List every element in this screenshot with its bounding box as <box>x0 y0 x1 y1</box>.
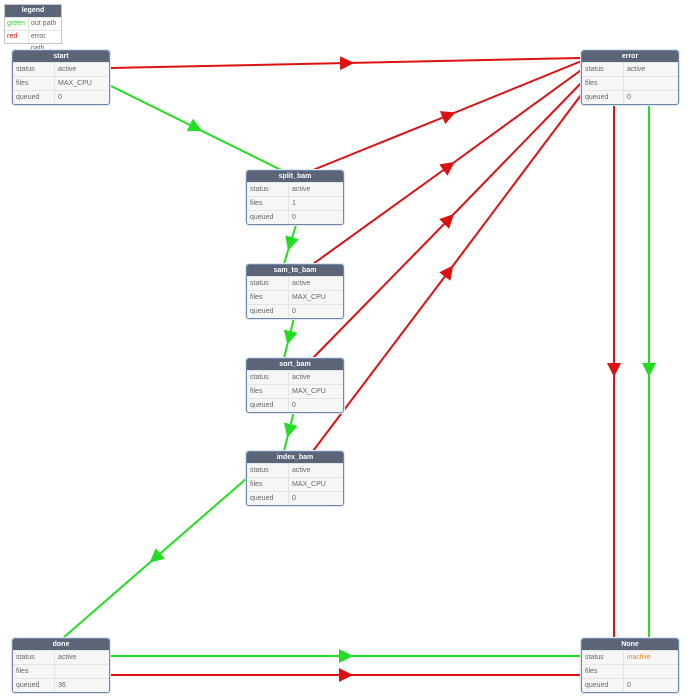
edge-start-split-bam <box>110 85 282 171</box>
queued-label: queued <box>247 399 289 412</box>
edge-index-bam-done <box>62 477 248 639</box>
files-label: files <box>247 197 289 210</box>
node-title: split_bam <box>247 171 343 182</box>
status-label: status <box>247 183 289 196</box>
legend-value-out-path: out path <box>31 20 57 27</box>
legend-row-red: red error path <box>5 30 61 52</box>
node-title: done <box>13 639 109 650</box>
edge-split-bam-error <box>312 59 585 171</box>
queued-value: 0 <box>292 402 296 409</box>
legend-title: legend <box>5 5 61 17</box>
edge-start-error <box>110 56 581 71</box>
status-label: status <box>247 464 289 477</box>
files-value: MAX_CPU <box>292 294 326 301</box>
queued-label: queued <box>582 91 624 104</box>
queued-label: queued <box>247 305 289 318</box>
files-value: MAX_CPU <box>292 388 326 395</box>
node-title: error <box>582 51 678 62</box>
node-title: sam_to_bam <box>247 265 343 276</box>
queued-value: 0 <box>58 94 62 101</box>
files-value <box>55 665 58 678</box>
queued-value: 0 <box>627 682 631 689</box>
queued-value: 0 <box>292 495 296 502</box>
status-value: active <box>292 374 311 381</box>
status-value: active <box>627 66 646 73</box>
files-label: files <box>247 385 289 398</box>
node-title: None <box>582 639 678 650</box>
files-label: files <box>247 291 289 304</box>
node-title: sort_bam <box>247 359 343 370</box>
legend-row-green: green out path <box>5 17 61 30</box>
legend-key-red: red <box>5 31 29 43</box>
edge-sort-bam-error <box>312 79 585 359</box>
files-value <box>624 665 627 678</box>
status-value: active <box>58 654 77 661</box>
files-label: files <box>582 77 624 90</box>
edge-sort-bam-index-bam <box>283 410 298 452</box>
status-label: status <box>247 371 289 384</box>
status-value: active <box>292 280 311 287</box>
status-value: active <box>292 186 311 193</box>
legend: legend green out path red error path <box>4 4 62 52</box>
node-title: index_bam <box>247 452 343 463</box>
status-value: active <box>292 467 311 474</box>
queued-value: 0 <box>292 214 296 221</box>
status-value: inactive <box>627 654 651 661</box>
files-label: files <box>247 478 289 491</box>
queued-label: queued <box>13 679 55 692</box>
legend-value-error-path: error path <box>30 33 46 52</box>
queued-label: queued <box>247 492 289 505</box>
legend-key-green: green <box>5 18 29 30</box>
files-label: files <box>13 77 55 90</box>
files-value: MAX_CPU <box>58 80 92 87</box>
edge-sam-to-bam-error <box>312 67 585 265</box>
status-label: status <box>13 651 55 664</box>
edge-split-bam-sam-to-bam <box>283 224 299 265</box>
files-value: 1 <box>292 200 296 207</box>
queued-label: queued <box>13 91 55 104</box>
queued-value: 0 <box>627 94 631 101</box>
edge-sam-to-bam-sort-bam <box>283 317 298 359</box>
node-title: start <box>13 51 109 62</box>
status-label: status <box>247 277 289 290</box>
files-value <box>624 77 627 90</box>
status-label: status <box>13 63 55 76</box>
files-label: files <box>582 665 624 678</box>
status-label: status <box>582 63 624 76</box>
files-value: MAX_CPU <box>292 481 326 488</box>
status-label: status <box>582 651 624 664</box>
queued-value: 36 <box>58 682 66 689</box>
queued-label: queued <box>582 679 624 692</box>
edge-index-bam-error <box>312 90 585 452</box>
status-value: active <box>58 66 77 73</box>
queued-value: 0 <box>292 308 296 315</box>
queued-label: queued <box>247 211 289 224</box>
files-label: files <box>13 665 55 678</box>
